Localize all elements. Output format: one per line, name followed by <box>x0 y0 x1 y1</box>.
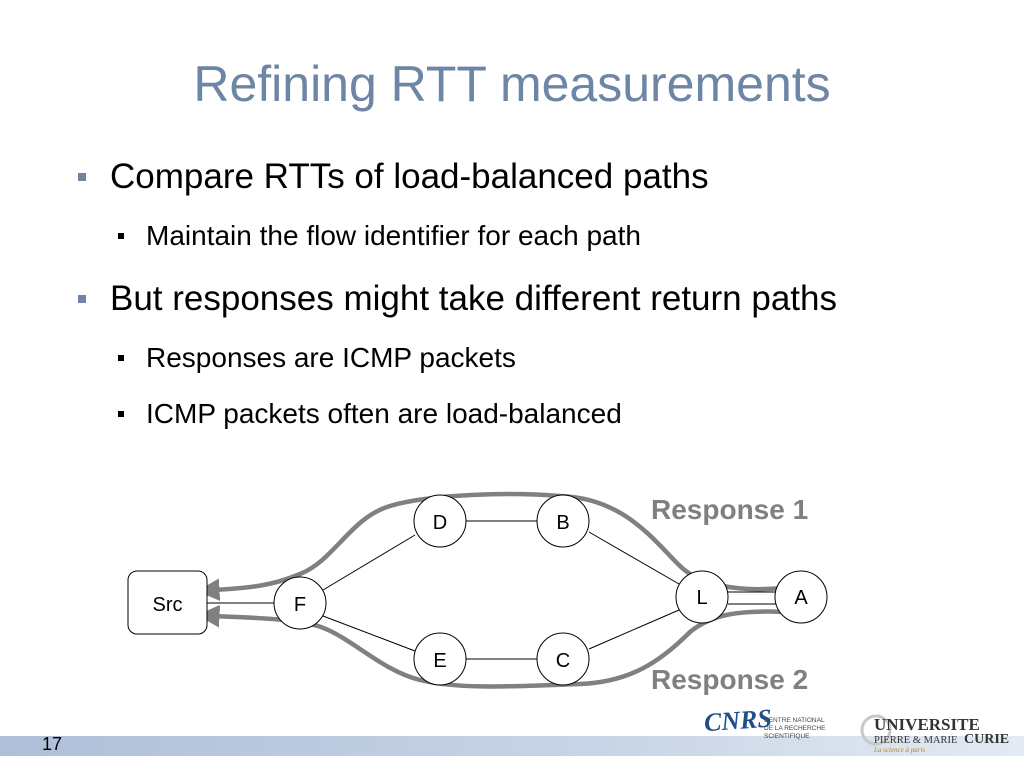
square-bullet-icon <box>78 173 86 181</box>
bullet-item: But responses might take different retur… <box>78 279 837 319</box>
cnrs-logo-line: SCIENTIFIQUE <box>764 733 810 740</box>
cnrs-logo: CNRS CENTRE NATIONAL DE LA RECHERCHE SCI… <box>703 704 826 740</box>
slide-title: Refining RTT measurements <box>193 56 831 112</box>
bullet-text: But responses might take different retur… <box>110 279 837 318</box>
node-a-label: A <box>794 587 808 609</box>
sub-bullet-text: ICMP packets often are load-balanced <box>146 398 622 429</box>
link-c-l <box>588 609 680 650</box>
response-1-path <box>197 491 784 601</box>
node-src: Src <box>127 570 208 635</box>
link-f-e <box>322 615 416 652</box>
node-f-label: F <box>294 594 306 616</box>
bullet-text: Compare RTTs of load-balanced paths <box>110 157 709 196</box>
node-src-label: Src <box>153 594 183 616</box>
cnrs-logo-mark: CNRS <box>703 704 773 738</box>
node-e-label: E <box>433 650 446 672</box>
node-e: E <box>413 632 467 686</box>
sub-bullet-item: ICMP packets often are load-balanced <box>118 397 622 431</box>
node-c: C <box>536 632 590 686</box>
upmc-logo-line2: PIERRE & MARIE <box>874 735 957 746</box>
square-bullet-icon <box>118 355 124 361</box>
node-f: F <box>273 576 327 630</box>
node-l: L <box>675 570 729 624</box>
link-f-d <box>322 534 416 591</box>
response-2-label: Response 2 <box>651 664 808 695</box>
node-l-label: L <box>696 587 707 609</box>
bullet-item: Compare RTTs of load-balanced paths <box>78 157 709 197</box>
cnrs-logo-line: DE LA RECHERCHE <box>764 725 826 732</box>
network-links <box>207 520 776 660</box>
upmc-logo-line1: UNIVERSITE <box>874 715 980 734</box>
sub-bullet-item: Responses are ICMP packets <box>118 341 516 375</box>
sub-bullet-text: Maintain the flow identifier for each pa… <box>146 220 641 251</box>
node-d: D <box>413 494 467 548</box>
node-b-label: B <box>556 512 569 534</box>
page-number: 17 <box>42 734 63 754</box>
sub-bullet-item: Maintain the flow identifier for each pa… <box>118 219 641 253</box>
node-a: A <box>774 570 828 624</box>
response-1-label: Response 1 <box>651 494 808 525</box>
upmc-logo-curie: CURIE <box>964 732 1009 747</box>
upmc-logo: UNIVERSITE PIERRE & MARIE CURIE La scien… <box>860 714 1009 754</box>
node-b: B <box>536 494 590 548</box>
upmc-emblem-icon <box>860 714 892 746</box>
sub-bullet-text: Responses are ICMP packets <box>146 342 516 373</box>
node-c-label: C <box>556 650 570 672</box>
square-bullet-icon <box>78 295 86 303</box>
footer-bar <box>0 736 1024 756</box>
node-d-label: D <box>433 512 447 534</box>
upmc-logo-tagline: La science à paris <box>873 746 925 754</box>
link-b-l <box>588 531 680 585</box>
square-bullet-icon <box>118 411 124 417</box>
cnrs-logo-line: CENTRE NATIONAL <box>764 717 825 724</box>
square-bullet-icon <box>118 233 124 239</box>
